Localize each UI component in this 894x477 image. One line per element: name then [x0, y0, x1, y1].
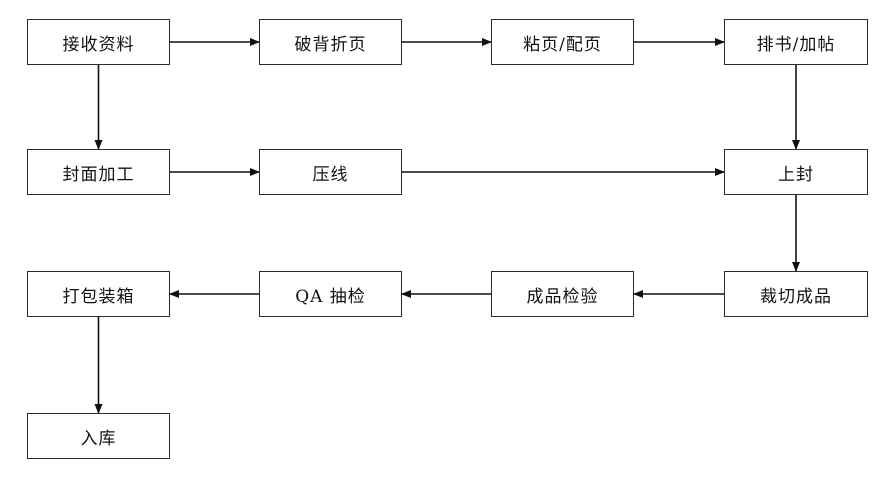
node-pack-boxing: 打包装箱	[27, 271, 170, 317]
node-cover-processing: 封面加工	[27, 149, 170, 195]
node-arrange-signatures: 排书/加帖	[724, 19, 868, 65]
node-trim-finished: 裁切成品	[724, 271, 868, 317]
node-receive-materials: 接收资料	[27, 19, 170, 65]
node-warehouse-storage: 入库	[27, 413, 170, 459]
node-finished-inspection: 成品检验	[491, 271, 634, 317]
node-qa-sampling: QA 抽检	[259, 271, 402, 317]
node-crease-line: 压线	[259, 149, 402, 195]
node-paste-collate: 粘页/配页	[491, 19, 634, 65]
node-split-spine-fold: 破背折页	[259, 19, 402, 65]
node-attach-cover: 上封	[724, 149, 868, 195]
